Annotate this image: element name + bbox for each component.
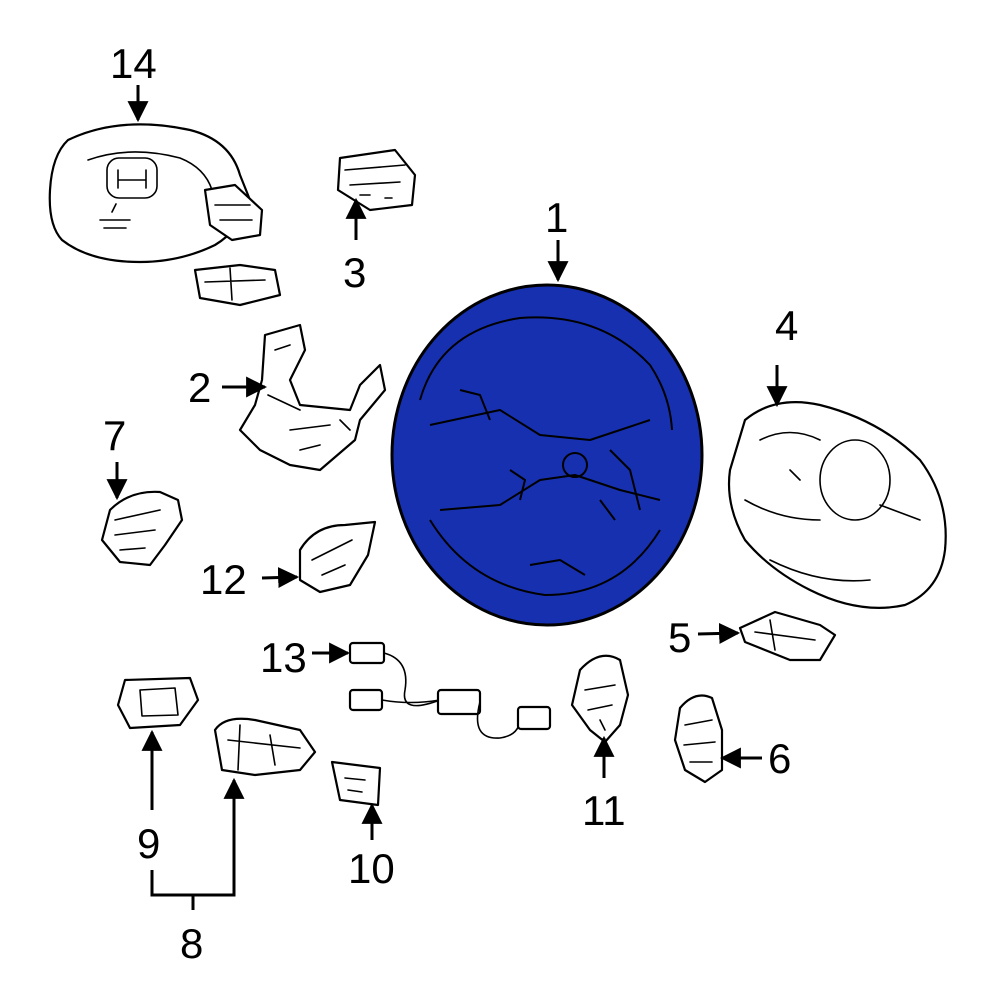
- part-7-switch[interactable]: [100, 490, 184, 567]
- callout-label-9: 9: [137, 820, 160, 867]
- callout-11: 11: [582, 735, 626, 834]
- callout-label-7: 7: [103, 412, 126, 459]
- part-4-rear-cover[interactable]: [727, 401, 947, 609]
- callout-4: 4: [766, 302, 798, 408]
- part-5-plate[interactable]: [738, 610, 837, 662]
- callout-13: 13: [260, 634, 351, 681]
- callout-label-12: 12: [200, 556, 247, 603]
- part-9-switch[interactable]: [116, 676, 200, 730]
- callout-label-2: 2: [188, 364, 211, 411]
- callout-9: 9: [137, 729, 163, 867]
- callout-label-1: 1: [545, 194, 568, 241]
- callout-label-4: 4: [775, 302, 798, 349]
- part-1-steering-wheel[interactable]: [390, 283, 704, 627]
- part-12-cover[interactable]: [298, 520, 377, 594]
- callout-1: 1: [545, 194, 569, 283]
- callout-10: 10: [348, 802, 395, 892]
- part-13-wire-harness[interactable]: [348, 641, 552, 739]
- part-11-cover[interactable]: [570, 654, 630, 744]
- callout-label-6: 6: [768, 735, 791, 782]
- callout-2: 2: [188, 364, 268, 411]
- callout-5: 5: [668, 614, 741, 661]
- callout-label-13: 13: [260, 634, 307, 681]
- callout-label-11: 11: [582, 787, 626, 834]
- callout-3: 3: [343, 197, 367, 296]
- callout-12: 12: [200, 556, 300, 603]
- callout-label-14: 14: [110, 40, 157, 87]
- callout-7: 7: [103, 412, 128, 501]
- callout-14: 14: [110, 40, 157, 123]
- part-8-switch-assembly[interactable]: [213, 717, 317, 777]
- part-6-switch[interactable]: [673, 694, 724, 784]
- part-2-lower-cover[interactable]: [238, 323, 387, 472]
- part-14-airbag-module[interactable]: [48, 123, 282, 307]
- callout-label-8: 8: [180, 920, 203, 967]
- callout-8: 8: [150, 777, 245, 967]
- callout-label-10: 10: [348, 845, 395, 892]
- callout-label-3: 3: [343, 249, 366, 296]
- callout-6: 6: [719, 735, 791, 782]
- part-10-bracket[interactable]: [330, 760, 382, 807]
- part-3-switch[interactable]: [336, 148, 417, 212]
- callout-label-5: 5: [668, 614, 691, 661]
